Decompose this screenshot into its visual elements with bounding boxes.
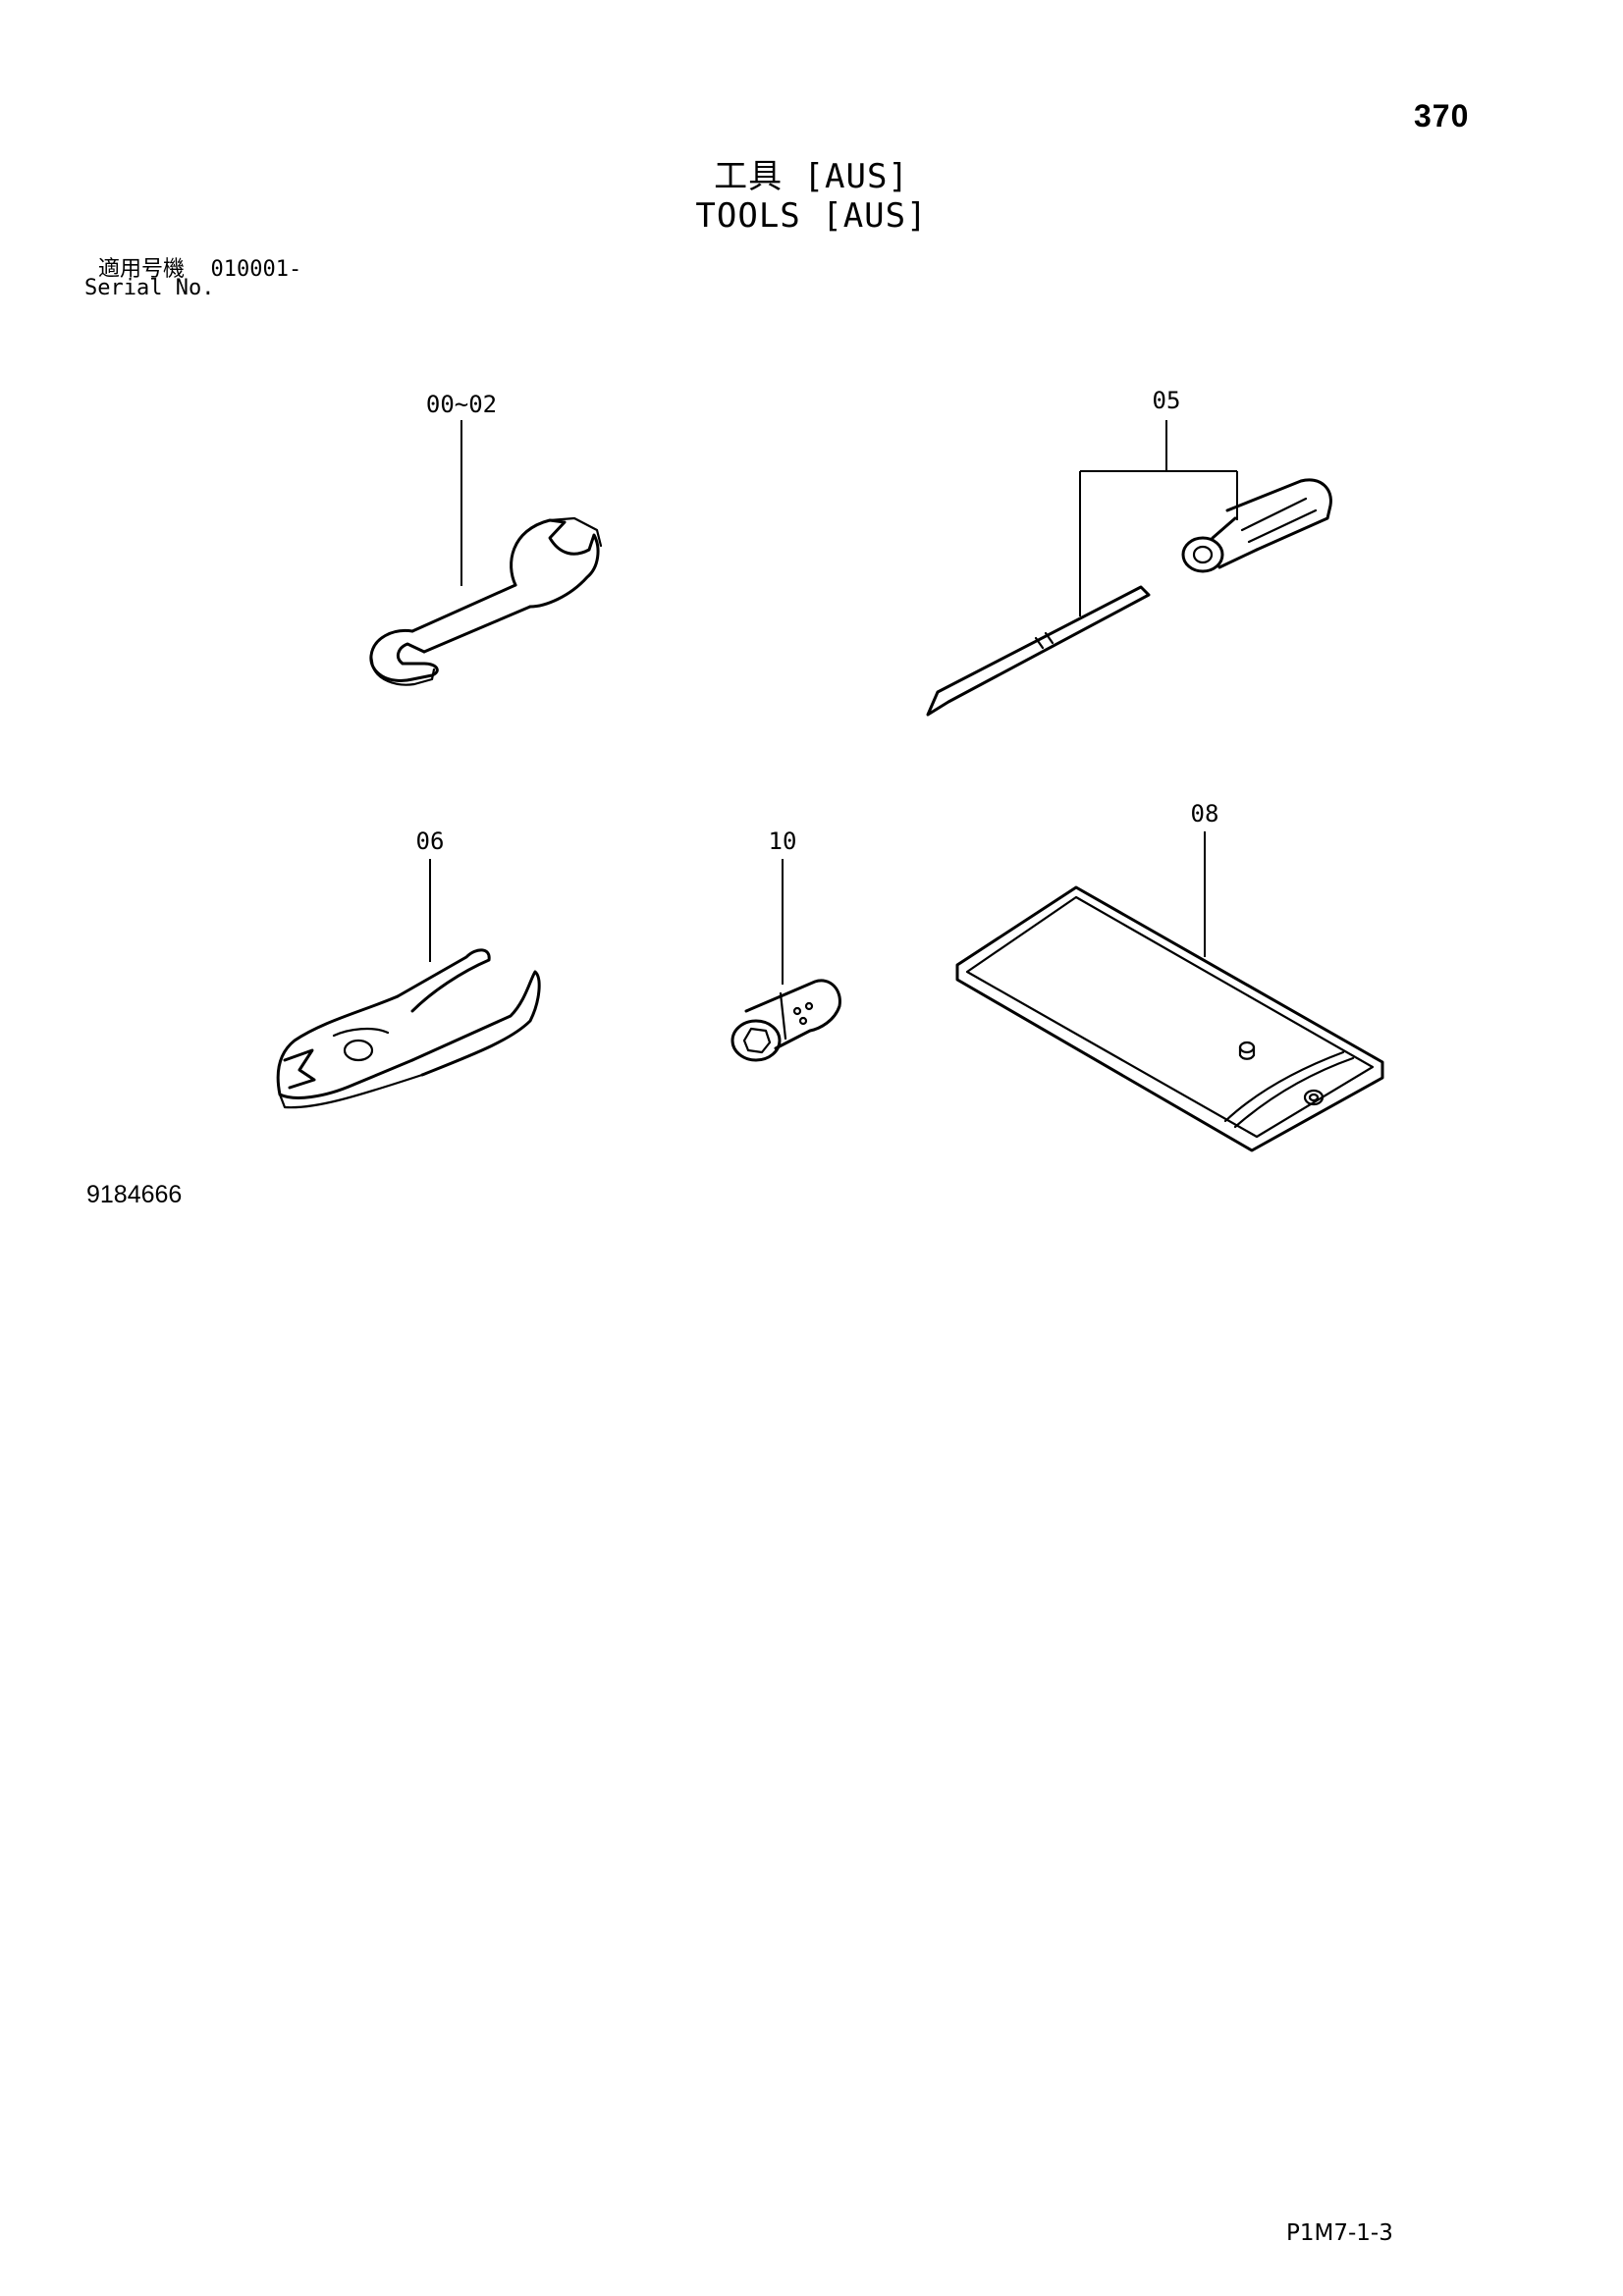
serial-label-japanese: 適用号機 — [98, 257, 186, 282]
callout-wrench: 00~02 — [425, 391, 498, 418]
callout-tool-bag: 08 — [1190, 800, 1219, 828]
pliers-drawing — [276, 859, 541, 1109]
page-title-japanese: 工具 [AUS] — [714, 157, 909, 196]
footer-code: P1M7-1-3 — [1286, 2220, 1393, 2246]
screwdriver-drawing — [926, 420, 1332, 717]
illustration-id: 9184666 — [86, 1181, 183, 1208]
callout-screwdriver: 05 — [1152, 387, 1181, 414]
tool-bag-drawing — [955, 831, 1384, 1152]
wrench-drawing — [369, 420, 603, 686]
page-number: 370 — [1414, 98, 1470, 133]
serial-value: 010001- — [210, 257, 302, 282]
serial-range: 適用号機 010001- — [98, 251, 301, 283]
socket-drawing — [730, 859, 841, 1062]
serial-label-english: Serial No. — [84, 276, 215, 300]
callout-pliers: 06 — [415, 828, 445, 855]
page-title-english: TOOLS [AUS] — [695, 196, 928, 236]
callout-socket: 10 — [768, 828, 797, 855]
